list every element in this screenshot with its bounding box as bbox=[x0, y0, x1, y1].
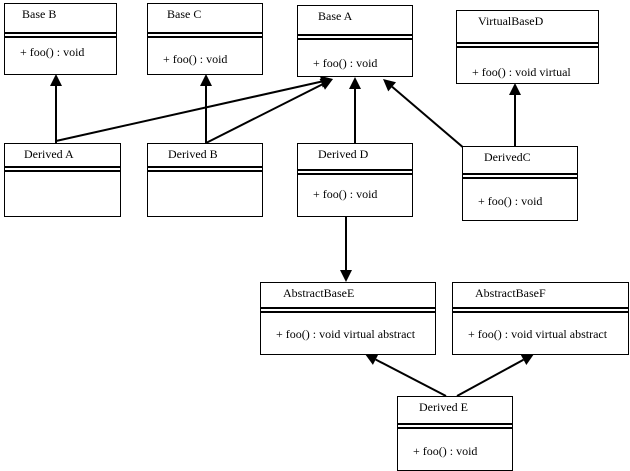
class-name: Derived D bbox=[318, 147, 369, 161]
inheritance-line-derived_b-to-base_a bbox=[205, 83, 323, 144]
class-box-frame bbox=[297, 143, 413, 217]
class-abstract-base-f[interactable]: AbstractBaseF + foo() : void virtual abst… bbox=[452, 282, 629, 355]
class-name: Base C bbox=[167, 7, 201, 21]
class-box-frame bbox=[4, 143, 121, 217]
class-box-frame bbox=[297, 5, 413, 77]
class-name: Derived E bbox=[419, 400, 468, 414]
inheritance-line-derived_c-to-base_a bbox=[391, 86, 466, 150]
inheritance-line-derived_a-to-base_a bbox=[55, 80, 322, 142]
inheritance-arrowhead-base_a bbox=[383, 79, 397, 92]
inheritance-arrowhead-base_b bbox=[50, 74, 62, 86]
class-method: + foo() : void bbox=[478, 194, 542, 208]
class-method: + foo() : void virtual bbox=[472, 65, 571, 79]
class-box-frame bbox=[147, 143, 263, 217]
class-name: AbstractBaseF bbox=[475, 286, 546, 300]
inheritance-arrowhead-abstract_base_f bbox=[520, 354, 534, 366]
class-abstract-base-e[interactable]: AbstractBaseE + foo() : void virtual abst… bbox=[260, 282, 436, 355]
class-method: + foo() : void virtual abstract bbox=[468, 327, 608, 341]
class-base-c[interactable]: Base C + foo() : void bbox=[147, 3, 263, 75]
inheritance-arrowhead-abstract_base_e bbox=[340, 270, 352, 282]
class-derived-e[interactable]: Derived E + foo() : void bbox=[397, 396, 513, 471]
inheritance-arrowhead-abstract_base_e bbox=[365, 354, 379, 365]
class-box-frame bbox=[462, 146, 578, 221]
inheritance-arrowhead-virtual_base_d bbox=[509, 83, 521, 95]
class-name: DerivedC bbox=[484, 150, 531, 164]
class-box-frame bbox=[4, 3, 117, 75]
class-method: + foo() : void bbox=[313, 187, 377, 201]
class-box-frame bbox=[452, 282, 629, 355]
class-box-frame bbox=[397, 396, 513, 471]
class-name: VirtualBaseD bbox=[478, 14, 544, 28]
class-base-b[interactable]: Base B + foo() : void bbox=[4, 3, 117, 75]
class-boxes: Base B + foo() : void Base C + foo() : void… bbox=[4, 3, 629, 471]
inheritance-edges bbox=[50, 74, 534, 397]
class-derived-a[interactable]: Derived A bbox=[4, 143, 121, 217]
class-base-a[interactable]: Base A + foo() : void bbox=[297, 5, 413, 77]
class-derived-c[interactable]: DerivedC + foo() : void bbox=[462, 146, 578, 221]
class-name: Base A bbox=[318, 9, 353, 23]
class-method: + foo() : void bbox=[163, 52, 227, 66]
class-name: Derived B bbox=[168, 147, 218, 161]
class-method: + foo() : void bbox=[20, 45, 84, 59]
inheritance-arrowhead-base_a bbox=[349, 77, 361, 89]
class-name: Derived A bbox=[24, 147, 74, 161]
class-method: + foo() : void bbox=[413, 444, 477, 458]
inheritance-line-derived_e-to-abstract_base_f bbox=[456, 358, 524, 397]
inheritance-arrowhead-base_c bbox=[200, 74, 212, 86]
class-virtual-base-d[interactable]: VirtualBaseD + foo() : void virtual bbox=[456, 10, 599, 84]
class-method: + foo() : void bbox=[313, 56, 377, 70]
class-derived-d[interactable]: Derived D + foo() : void bbox=[297, 143, 413, 217]
class-box-frame bbox=[147, 3, 263, 75]
inheritance-arrowhead-base_a bbox=[319, 79, 333, 90]
class-method: + foo() : void virtual abstract bbox=[276, 327, 416, 341]
class-name: AbstractBaseE bbox=[283, 286, 354, 300]
inheritance-line-derived_e-to-abstract_base_e bbox=[375, 358, 447, 397]
class-derived-b[interactable]: Derived B bbox=[147, 143, 263, 217]
class-name: Base B bbox=[22, 7, 56, 21]
class-box-frame bbox=[260, 282, 436, 355]
